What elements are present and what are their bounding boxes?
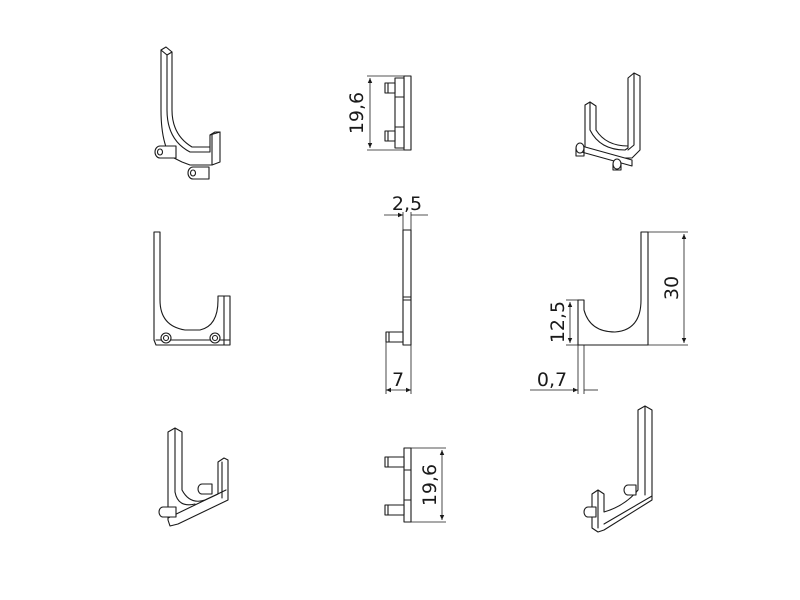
front-view-left [153,231,231,346]
bottom-view-center: 19,6 [384,447,446,523]
top-view-center: 19,6 [346,75,412,151]
dim-bottom-height: 19,6 [419,464,441,506]
profile-view-right: 30 12,5 0,7 [530,231,688,394]
iso-view-top-left [154,46,221,180]
iso-view-bottom-left [158,427,229,527]
dim-offset: 0,7 [537,369,567,391]
dim-thickness: 2,5 [392,193,422,215]
iso-view-top-right [575,72,641,171]
side-view-center: 2,5 7 [384,193,428,394]
iso-view-bottom-right [583,405,653,533]
dim-top-height: 19,6 [346,92,368,134]
dim-base-height: 12,5 [547,301,569,343]
dim-pin-length: 7 [392,369,404,391]
dim-total-height: 30 [661,276,683,300]
